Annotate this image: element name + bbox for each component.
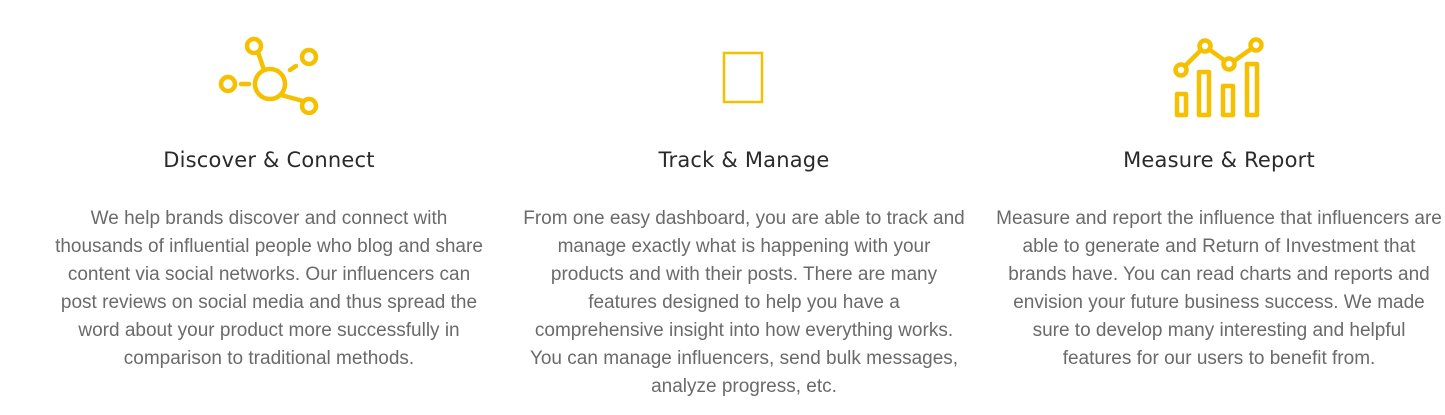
feature-measure-report: Measure & Report Measure and report the …	[996, 0, 1442, 415]
feature-description: Measure and report the influence that in…	[996, 208, 1442, 369]
feature-track-manage: Track & Manage From one easy dashboard, …	[523, 0, 965, 415]
missing-image-icon	[722, 51, 764, 104]
network-nodes-icon	[218, 36, 319, 116]
feature-title: Discover & Connect	[163, 148, 375, 172]
bar-chart-trend-icon	[1173, 37, 1264, 118]
feature-description: From one easy dashboard, you are able to…	[523, 208, 965, 397]
feature-discover-connect: Discover & Connect We help brands discov…	[48, 0, 490, 415]
feature-title: Track & Manage	[658, 148, 830, 172]
feature-title: Measure & Report	[1123, 148, 1315, 172]
feature-description: We help brands discover and connect with…	[55, 208, 483, 369]
